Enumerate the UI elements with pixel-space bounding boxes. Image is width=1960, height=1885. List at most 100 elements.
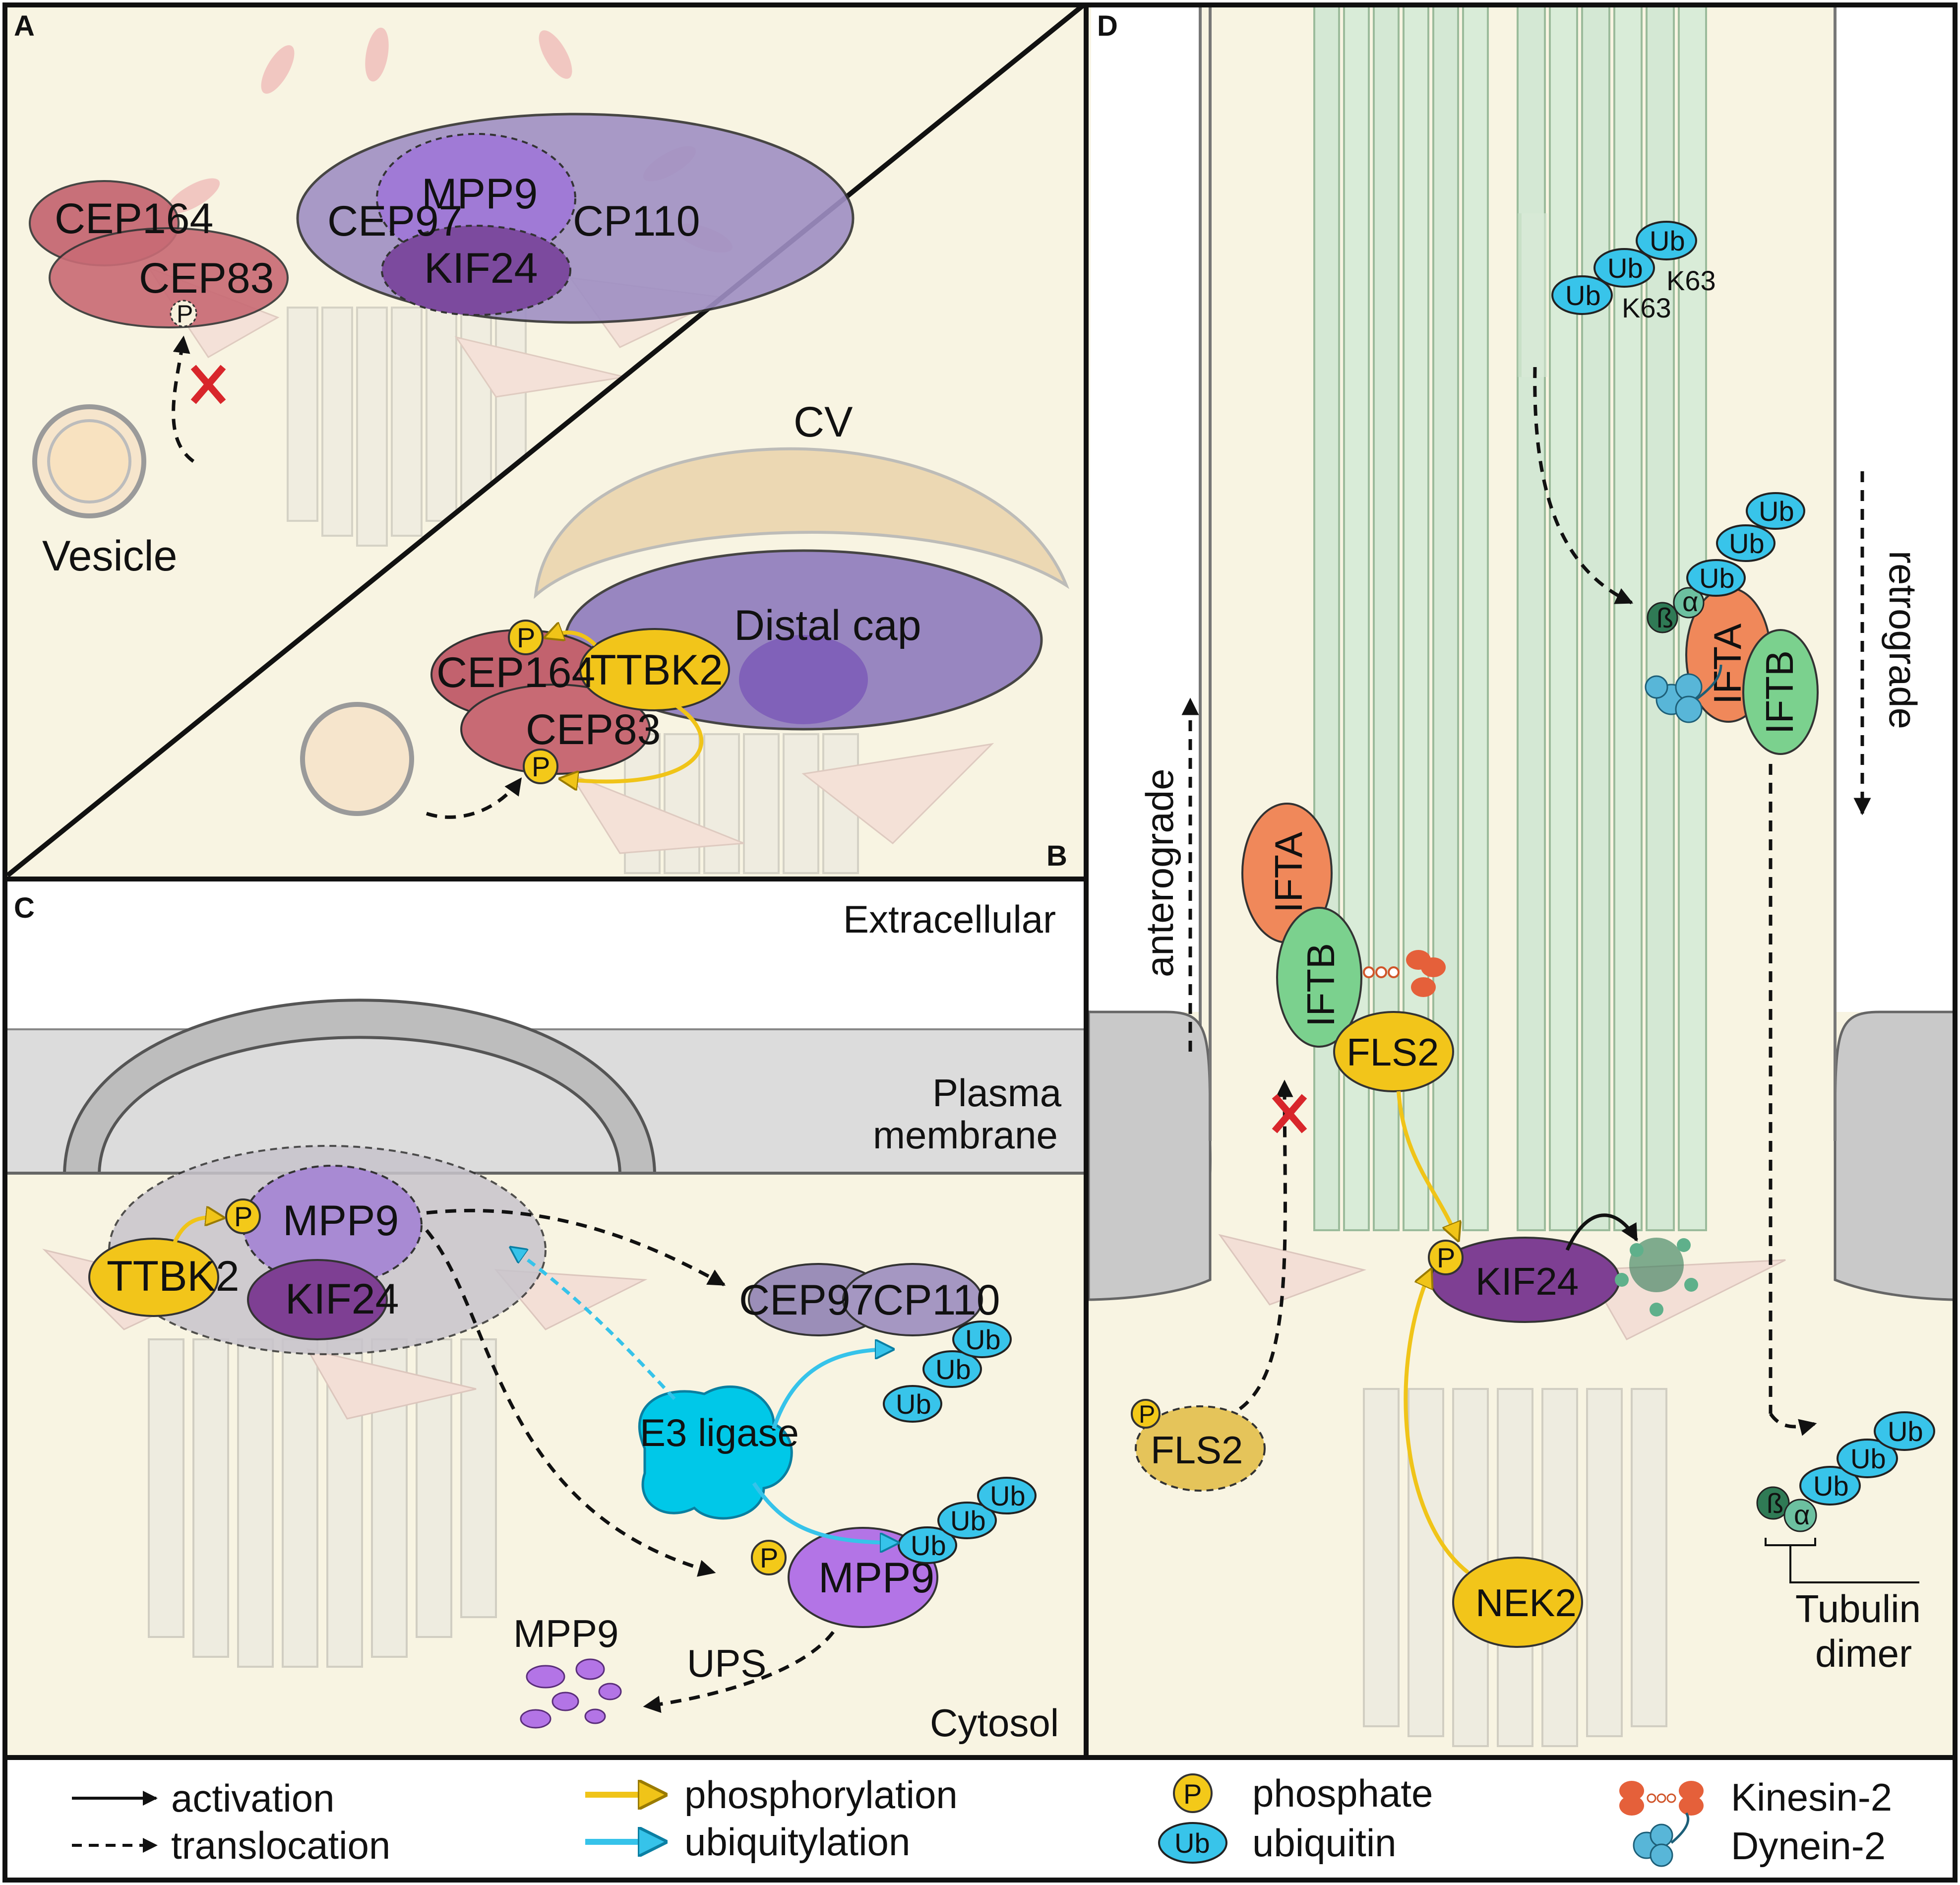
phosphate-icon-d1 — [1131, 1399, 1161, 1429]
mpp9-label-c: MPP9 — [283, 1197, 399, 1245]
ub-label-d1: Ub — [1565, 280, 1601, 311]
phosphate-label-c1: P — [234, 1201, 252, 1232]
cp110-blob-c — [842, 1263, 983, 1336]
cep97-label-c: CEP97 — [739, 1276, 874, 1324]
legend-dynein-2-icon — [1633, 1812, 1690, 1867]
panel-label-a: A — [14, 10, 35, 42]
phosphate-icon-b2 — [523, 749, 558, 784]
panel-d: Ub Ub Ub K63 K63 IFTA IFTB ß α Ub Ub Ub — [1087, 4, 1956, 1758]
mpp9-label-a: MPP9 — [422, 170, 538, 218]
cep83-blob-a — [49, 227, 289, 328]
ub-label-d4: Ub — [1699, 563, 1735, 594]
mpp9-blob-c — [242, 1165, 423, 1286]
beta-label-d1: ß — [1656, 602, 1673, 633]
panel-label-c: C — [14, 892, 35, 924]
ub-label-d9: Ub — [1888, 1416, 1923, 1447]
legend-phosphorylation-label: phosphorylation — [684, 1773, 958, 1817]
phosphate-label-d2: P — [1437, 1242, 1455, 1273]
ttbk2-label-c: TTBK2 — [107, 1253, 240, 1300]
ub-label-d8: Ub — [1850, 1443, 1886, 1474]
panel-label-d: D — [1097, 10, 1118, 42]
ub-label-c4: Ub — [911, 1530, 946, 1561]
phosphorylation-arrow-d2 — [1404, 1270, 1470, 1574]
translocation-arrow-d1 — [1533, 367, 1634, 605]
ifta-label-retro: IFTA — [1706, 624, 1749, 704]
cep83-label-b: CEP83 — [526, 706, 661, 754]
kif24-blob-c — [247, 1259, 388, 1340]
alpha-label-d2: α — [1794, 1499, 1810, 1530]
ift-train-retrograde: IFTA IFTB ß α Ub Ub Ub — [1645, 492, 1819, 755]
phosphate-icon-d2 — [1428, 1240, 1464, 1275]
mpp9-fragments — [520, 1658, 622, 1729]
kif24-blob-a — [381, 225, 571, 316]
fls2-label-inactive: FLS2 — [1151, 1428, 1243, 1472]
cv-label: CV — [794, 398, 853, 446]
block-cross-icon-d — [1272, 1094, 1307, 1133]
ifta-label-antero: IFTA — [1267, 832, 1310, 913]
kinesin-2-icon-d — [1363, 950, 1446, 997]
fls2-active — [1333, 1011, 1454, 1092]
legend-translocation-label: translocation — [171, 1823, 390, 1867]
cep164-label-a: CEP164 — [55, 195, 213, 243]
tubulin-dimer-ub: ß α Ub Ub Ub — [1756, 1411, 1935, 1532]
ub-label-d5: Ub — [1729, 528, 1765, 559]
dimer-label: dimer — [1815, 1632, 1912, 1675]
fls2-inactive — [1135, 1405, 1266, 1492]
depolymerizing-microtubule — [1615, 1238, 1698, 1317]
iftb-label-retro: IFTB — [1758, 650, 1801, 734]
translocation-blocked-d — [1238, 1079, 1293, 1410]
tubulin-bracket — [1765, 1538, 1919, 1583]
ups-label: UPS — [687, 1641, 766, 1685]
membrane-right-d — [1834, 1010, 1956, 1301]
k63-label-2: K63 — [1666, 265, 1716, 296]
legend-kinesin-2-icon — [1619, 1781, 1704, 1816]
translocation-blocked-a — [172, 335, 195, 463]
activation-arrow-d — [1565, 1213, 1639, 1251]
ub-label-d3: Ub — [1650, 225, 1685, 256]
phosphorylation-arrow-b2 — [560, 702, 704, 781]
phosphate-label-c2: P — [760, 1542, 778, 1573]
ub-k63-chain-top: Ub Ub Ub K63 K63 — [1551, 221, 1716, 323]
legend-ubiquitylation-label: ubiquitylation — [684, 1820, 910, 1864]
phosphorylation-arrow-c — [172, 1217, 223, 1246]
phosphate-icon-c2 — [751, 1540, 787, 1575]
legend-kinesin-label: Kinesin-2 — [1731, 1775, 1892, 1819]
ttbk2-label-b: TTBK2 — [590, 646, 723, 694]
ciliary-vesicle — [534, 447, 1070, 599]
ub-chain-mpp9: Ub Ub Ub — [898, 1477, 1037, 1564]
retrograde-label: retrograde — [1881, 551, 1925, 729]
membrane-label: membrane — [873, 1113, 1058, 1157]
nek2 — [1452, 1557, 1583, 1648]
mpp9-fragment-label: MPP9 — [513, 1612, 618, 1655]
panel-b-bg — [568, 733, 994, 874]
block-cross-icon-a — [190, 365, 226, 404]
tubulin-label: Tubulin — [1795, 1587, 1921, 1631]
k63-label-1: K63 — [1622, 292, 1671, 323]
panel-b: CV Distal cap CEP164 TTBK2 CEP83 P P B — [300, 398, 1070, 872]
phosphate-label-b2: P — [532, 751, 550, 782]
fls2-label-active: FLS2 — [1347, 1030, 1439, 1074]
cep97-label-a: CEP97 — [327, 197, 463, 245]
ub-label-d7: Ub — [1813, 1470, 1849, 1502]
cytosol-label: Cytosol — [930, 1701, 1059, 1745]
cp110-label-c: CP110 — [873, 1276, 1000, 1324]
panel-a: A CEP97 MPP9 CP110 KIF24 CEP164 CEP83 P … — [14, 10, 855, 580]
ub-label-c2: Ub — [935, 1354, 971, 1385]
anterograde-label: anterograde — [1138, 768, 1181, 977]
ub-chain-cp110: Ub Ub Ub — [883, 1320, 1012, 1423]
legend-ubiquitin-label: ubiquitin — [1252, 1821, 1397, 1865]
ub-label-c1: Ub — [896, 1388, 931, 1420]
membrane-left-d — [1087, 1010, 1212, 1301]
legend-activation-label: activation — [171, 1776, 335, 1820]
vesicle-b — [300, 702, 414, 816]
translocation-arrow-d2 — [1769, 1412, 1817, 1436]
panel-label-b: B — [1046, 840, 1067, 872]
phosphate-label-d1: P — [1139, 1400, 1155, 1428]
ttbk2-blob-c — [88, 1238, 219, 1317]
kif24-label-c: KIF24 — [285, 1275, 399, 1323]
legend-phosphate-icon — [1173, 1773, 1213, 1813]
ttbk2-blob-b — [579, 628, 730, 711]
panel-c: MPP9 KIF24 TTBK2 P CEP97 CP110 E3 ligase… — [4, 882, 1087, 1758]
phosphate-missing-a — [170, 300, 197, 327]
